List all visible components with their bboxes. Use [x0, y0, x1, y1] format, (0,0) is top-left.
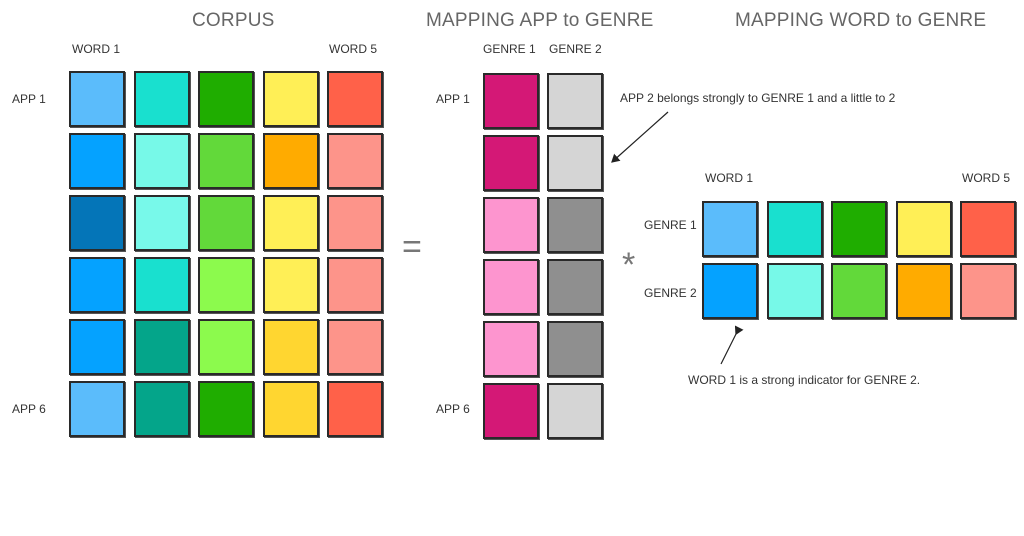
corpus-cell-r6-c4	[262, 381, 319, 437]
word-genre-word-last-label: WORD 5	[962, 171, 1010, 185]
corpus-cell-r1-c1	[69, 71, 125, 127]
multiply-sign: *	[622, 246, 636, 284]
corpus-cell-r4-c1	[69, 257, 125, 313]
app-genre-cell-r6-c1	[483, 383, 539, 439]
corpus-cell-r2-c5	[327, 133, 383, 189]
word-genre-cell-r2-c2	[766, 263, 823, 319]
corpus-cell-r6-c2	[133, 381, 190, 437]
corpus-cell-r3-c5	[327, 195, 383, 251]
app-genre-title: MAPPING APP to GENRE	[426, 10, 654, 31]
app-genre-cell-r6-c2	[547, 383, 603, 439]
corpus-word-last-label: WORD 5	[329, 42, 377, 56]
corpus-cell-r3-c1	[69, 195, 125, 251]
corpus-word-first-label: WORD 1	[72, 42, 120, 56]
corpus-cell-r2-c3	[198, 133, 254, 189]
word-genre-cell-r1-c1	[702, 201, 758, 257]
corpus-cell-r1-c3	[198, 71, 254, 127]
app-note: APP 2 belongs strongly to GENRE 1 and a …	[620, 91, 896, 105]
word-genre-word-first-label: WORD 1	[705, 171, 753, 185]
word-genre-cell-r1-c5	[960, 201, 1016, 257]
corpus-cell-r2-c1	[69, 133, 125, 189]
corpus-title: CORPUS	[192, 10, 275, 31]
word-genre-genre2-label: GENRE 2	[644, 286, 697, 300]
corpus-cell-r1-c5	[327, 71, 383, 127]
corpus-app-first-label: APP 1	[12, 92, 46, 106]
corpus-cell-r4-c3	[198, 257, 254, 313]
app-genre-cell-r3-c1	[483, 197, 539, 253]
corpus-cell-r4-c2	[133, 257, 190, 313]
corpus-cell-r5-c3	[198, 319, 254, 375]
corpus-app-last-label: APP 6	[12, 402, 46, 416]
app-genre-col-genre1-label: GENRE 1	[483, 42, 536, 56]
word-genre-cell-r2-c5	[960, 263, 1016, 319]
word-genre-cell-r2-c1	[702, 263, 758, 319]
word-genre-genre1-label: GENRE 1	[644, 218, 697, 232]
app-genre-cell-r4-c2	[547, 259, 603, 315]
corpus-cell-r1-c2	[133, 71, 190, 127]
word-note-arrow	[720, 325, 744, 365]
corpus-cell-r6-c5	[327, 381, 383, 437]
word-genre-cell-r1-c3	[831, 201, 887, 257]
corpus-cell-r1-c4	[262, 71, 319, 127]
app-genre-cell-r2-c2	[547, 135, 603, 191]
word-genre-cell-r2-c4	[895, 263, 952, 319]
word-genre-cell-r2-c3	[831, 263, 887, 319]
app-note-arrow	[611, 111, 669, 163]
corpus-cell-r4-c4	[262, 257, 319, 313]
corpus-cell-r5-c4	[262, 319, 319, 375]
app-genre-col-genre2-label: GENRE 2	[549, 42, 602, 56]
corpus-cell-r5-c1	[69, 319, 125, 375]
app-genre-cell-r1-c1	[483, 73, 539, 129]
word-note: WORD 1 is a strong indicator for GENRE 2…	[688, 373, 921, 387]
corpus-cell-r4-c5	[327, 257, 383, 313]
corpus-cell-r6-c3	[198, 381, 254, 437]
word-genre-title: MAPPING WORD to GENRE	[735, 10, 987, 31]
corpus-cell-r5-c2	[133, 319, 190, 375]
corpus-cell-r6-c1	[69, 381, 125, 437]
app-genre-cell-r2-c1	[483, 135, 539, 191]
app-genre-app-first-label: APP 1	[436, 92, 470, 106]
corpus-cell-r5-c5	[327, 319, 383, 375]
corpus-cell-r2-c2	[133, 133, 190, 189]
app-genre-cell-r3-c2	[547, 197, 603, 253]
app-genre-cell-r5-c1	[483, 321, 539, 377]
app-genre-cell-r1-c2	[547, 73, 603, 129]
equals-sign: =	[402, 228, 422, 266]
app-genre-app-last-label: APP 6	[436, 402, 470, 416]
corpus-cell-r2-c4	[262, 133, 319, 189]
corpus-cell-r3-c2	[133, 195, 190, 251]
corpus-cell-r3-c4	[262, 195, 319, 251]
corpus-cell-r3-c3	[198, 195, 254, 251]
word-genre-cell-r1-c2	[766, 201, 823, 257]
app-genre-cell-r5-c2	[547, 321, 603, 377]
word-genre-cell-r1-c4	[895, 201, 952, 257]
app-genre-cell-r4-c1	[483, 259, 539, 315]
